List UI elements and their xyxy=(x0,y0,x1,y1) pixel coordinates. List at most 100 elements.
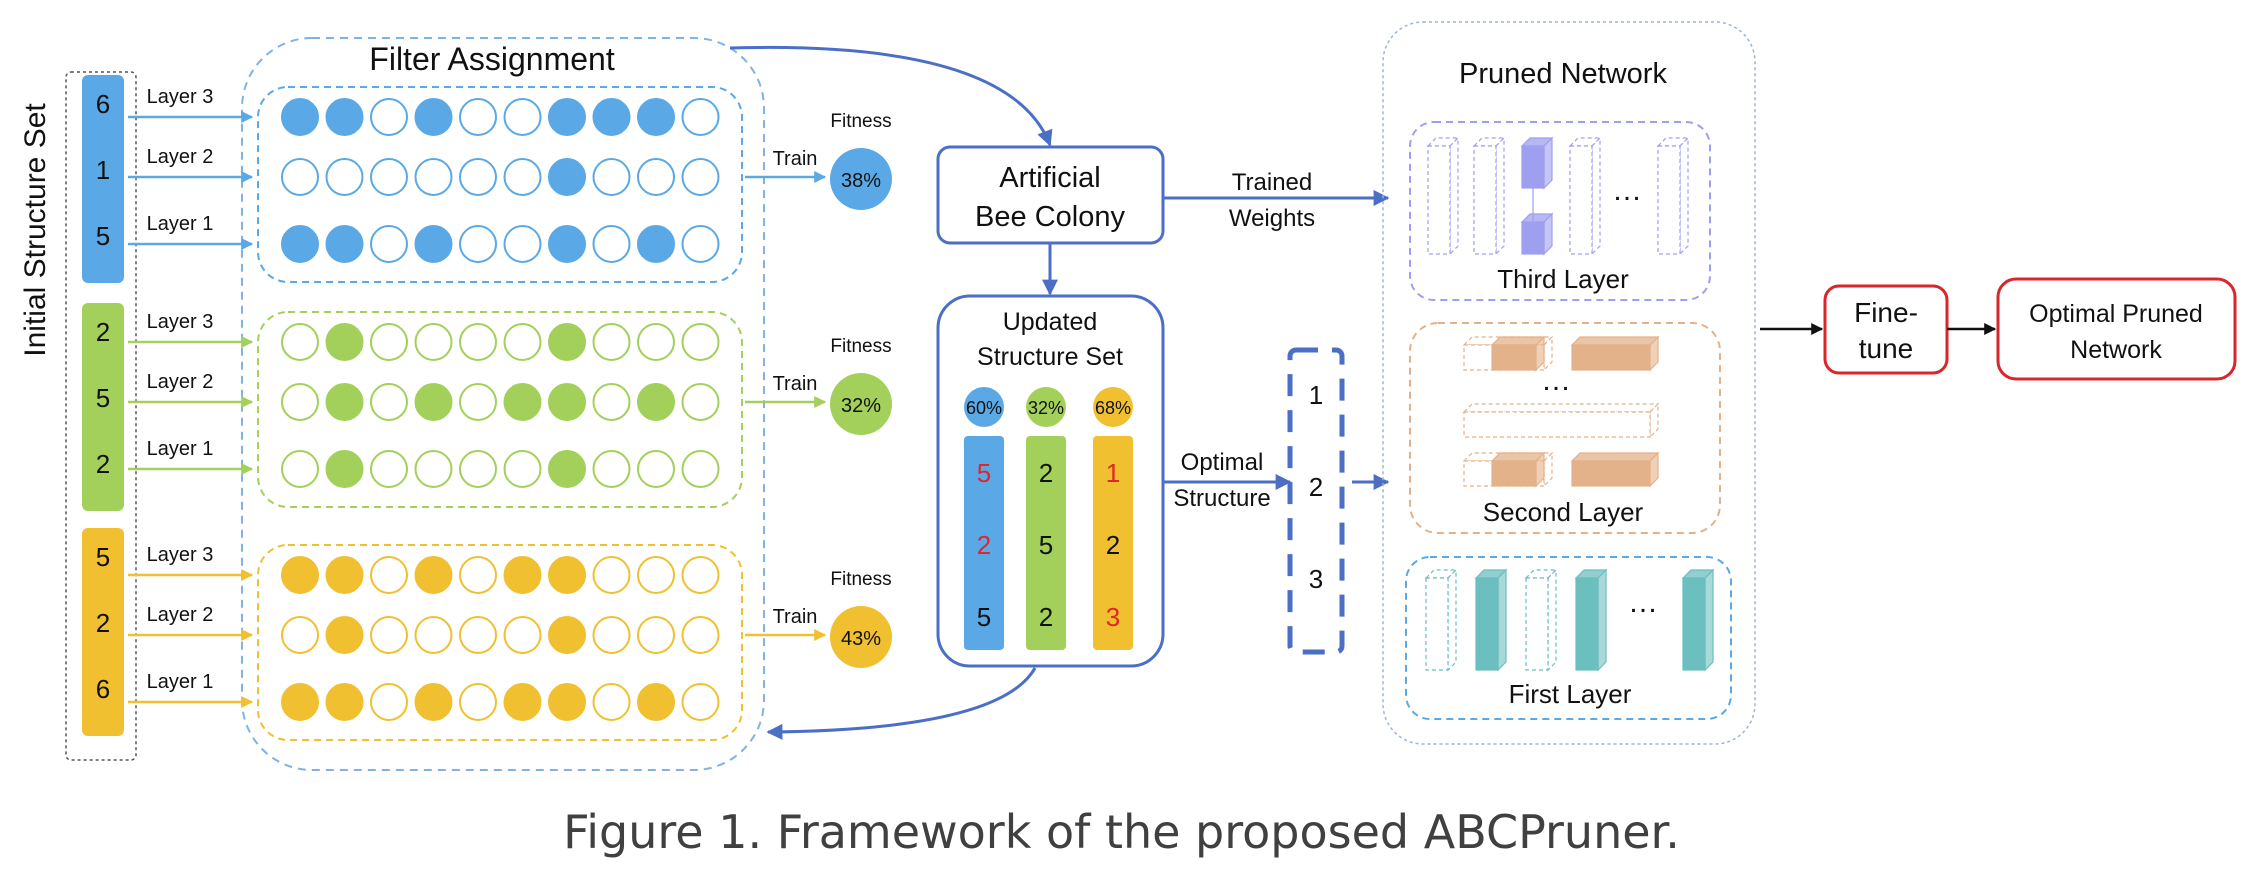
filter-filled xyxy=(281,98,319,136)
filter-empty xyxy=(281,158,319,196)
arrow-updated-to-filter xyxy=(766,667,1037,740)
filter-filled xyxy=(325,323,364,361)
filter-filled xyxy=(414,556,453,594)
filter-filled xyxy=(325,616,364,654)
filter-filled xyxy=(548,98,586,136)
filter-empty xyxy=(370,158,408,196)
layer-label: Layer 2 xyxy=(147,371,214,393)
pruned-filter-side xyxy=(1547,568,1557,672)
initial-structure-value: 5 xyxy=(96,221,110,251)
pruned-filter-side xyxy=(1591,136,1601,256)
pruned-filter-top xyxy=(1462,403,1660,413)
filter-empty xyxy=(370,98,408,136)
updated-value: 2 xyxy=(1039,458,1053,488)
filter-filled xyxy=(637,98,675,136)
filter-empty xyxy=(592,556,631,594)
optimal-structure-box xyxy=(1287,347,1345,655)
initial-structure-value: 1 xyxy=(96,155,110,185)
initial-structure-value: 2 xyxy=(96,317,110,347)
initial-structure-value: 2 xyxy=(96,608,110,638)
kept-filter-side xyxy=(1597,568,1607,672)
filter-filled xyxy=(637,225,675,263)
fitness-value: 38% xyxy=(841,170,881,192)
fitness-label: Fitness xyxy=(830,111,891,132)
layer-label: Layer 1 xyxy=(147,213,214,235)
pruned-filter xyxy=(1425,577,1449,671)
finetune-line2: tune xyxy=(1859,333,1914,364)
updated-percent: 68% xyxy=(1095,398,1131,418)
filter-empty xyxy=(414,158,453,196)
pruned-filter-side xyxy=(1543,451,1553,488)
filter-empty xyxy=(459,450,497,488)
second-layer-label: Second Layer xyxy=(1483,497,1644,527)
filter-empty xyxy=(592,450,631,488)
kept-filter xyxy=(1521,145,1545,189)
kept-filter-top xyxy=(1570,336,1660,346)
trained-weights-line1: Trained xyxy=(1232,169,1312,196)
arrow-filter-to-abc xyxy=(729,45,1053,147)
filter-filled xyxy=(325,225,364,263)
filter-filled xyxy=(503,556,542,594)
third-layer-blocks xyxy=(1426,136,1690,256)
filter-empty xyxy=(637,450,675,488)
filter-filled xyxy=(503,683,542,721)
filter-empty xyxy=(370,616,408,654)
layer-label: Layer 3 xyxy=(147,86,214,108)
layer-label: Layer 1 xyxy=(147,438,214,460)
kept-filter xyxy=(1491,344,1537,371)
optimal-structure-value: 2 xyxy=(1309,472,1323,502)
fitness-circle xyxy=(830,373,892,435)
filter-empty xyxy=(281,323,319,361)
pruned-filter xyxy=(1463,411,1651,438)
initial-structure-bar xyxy=(82,528,124,736)
filter-empty xyxy=(281,383,319,421)
filter-empty xyxy=(370,383,408,421)
fitness-circle xyxy=(830,148,892,210)
filter-empty xyxy=(281,450,319,488)
updated-value: 2 xyxy=(977,530,991,560)
filter-filled xyxy=(414,383,453,421)
filter-filled xyxy=(548,225,586,263)
filter-empty xyxy=(459,225,497,263)
pruned-filter xyxy=(1657,145,1681,255)
pruned-network-frame xyxy=(1382,21,1756,745)
initial-structure-value: 6 xyxy=(96,89,110,119)
filter-empty xyxy=(592,616,631,654)
finetune-line1: Fine- xyxy=(1854,297,1918,328)
filter-empty xyxy=(681,616,720,654)
layer-label: Layer 3 xyxy=(147,544,214,566)
filter-filled xyxy=(548,683,586,721)
filter-empty xyxy=(637,158,675,196)
initial-structure-set-frame xyxy=(65,71,137,761)
kept-filter-top xyxy=(1570,452,1660,462)
initial-structure-bar xyxy=(82,303,124,511)
filter-empty xyxy=(370,683,408,721)
second-layer-frame xyxy=(1409,322,1721,534)
kept-filter xyxy=(1575,577,1599,671)
filter-filled xyxy=(325,450,364,488)
optimal-structure-values: 123 xyxy=(1309,380,1323,594)
filter-empty xyxy=(592,158,631,196)
fitness-value: 43% xyxy=(841,628,881,650)
filter-empty xyxy=(637,556,675,594)
third-layer-label: Third Layer xyxy=(1497,264,1629,294)
filter-empty xyxy=(414,323,453,361)
filter-group-frame xyxy=(257,544,743,741)
filter-filled xyxy=(548,383,586,421)
layer-label: Layer 2 xyxy=(147,146,214,168)
filter-empty xyxy=(592,683,631,721)
filter-filled xyxy=(325,383,364,421)
filter-filled xyxy=(281,683,319,721)
updated-value: 2 xyxy=(1106,530,1120,560)
initial-structure-value: 5 xyxy=(96,542,110,572)
filter-empty xyxy=(459,616,497,654)
filter-filled xyxy=(325,98,364,136)
filter-empty xyxy=(414,616,453,654)
filter-assignment-title: Filter Assignment xyxy=(369,41,615,77)
updated-set-title-line2: Structure Set xyxy=(977,343,1123,371)
filter-empty xyxy=(459,556,497,594)
filter-filled xyxy=(548,158,586,196)
